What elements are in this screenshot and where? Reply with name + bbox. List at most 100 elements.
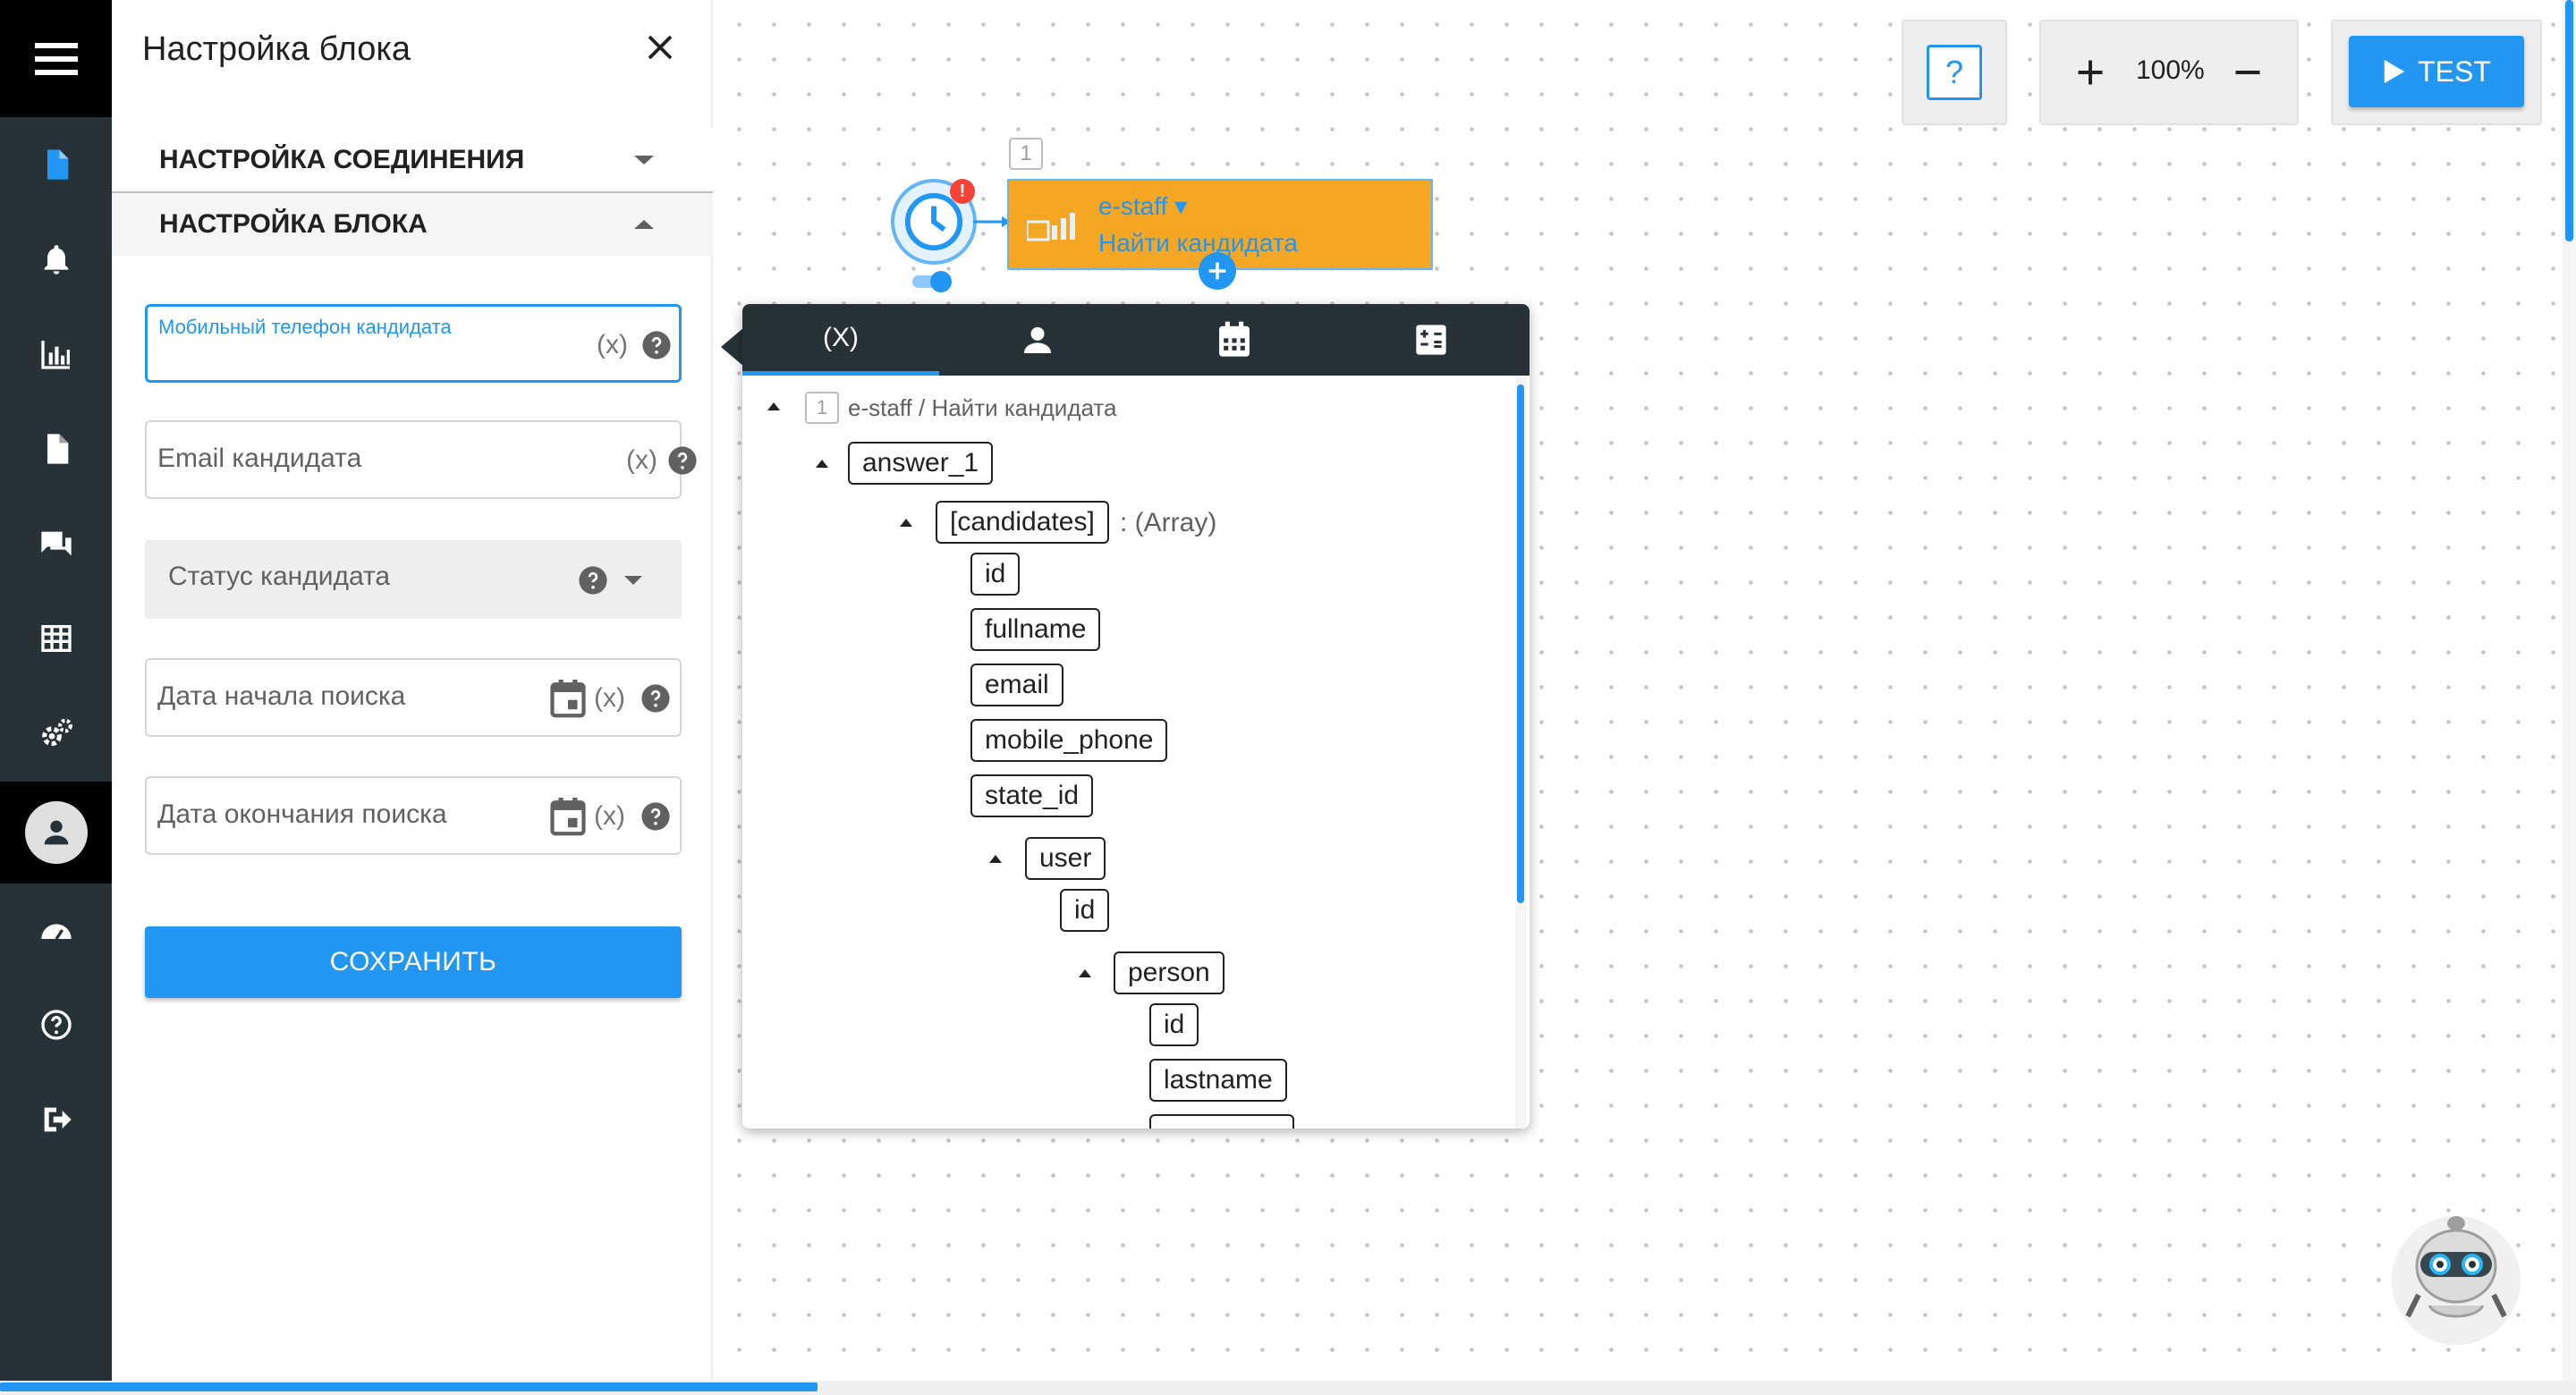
variables-tree: 1 e-staff / Найти кандидата answer_1 [ca…	[742, 376, 1530, 1129]
collapse-icon[interactable]	[816, 460, 828, 468]
node-subtitle: Найти кандидата	[1098, 229, 1298, 257]
email-field[interactable]: Email кандидата (x)	[145, 420, 697, 499]
dropdown-arrow-icon	[624, 576, 642, 585]
calculator-icon	[1416, 325, 1446, 355]
variables-icon: (X)	[823, 322, 859, 352]
calendar-icon	[1219, 321, 1250, 357]
trigger-toggle[interactable]	[911, 270, 953, 293]
search-end-date-label: Дата окончания поиска	[157, 799, 447, 829]
var-field[interactable]: state_id	[970, 774, 1094, 817]
var-type: : (Array)	[1120, 508, 1217, 537]
var-person[interactable]: person	[1114, 951, 1224, 994]
chevron-up-icon	[634, 220, 654, 229]
var-field[interactable]: fullname	[970, 608, 1101, 651]
search-end-date-field[interactable]: Дата окончания поиска (x)	[145, 776, 682, 855]
variables-popover: (X) 1 e-staff / Найти кандидата answer_1…	[742, 304, 1530, 1129]
var-field[interactable]: lastname	[1149, 1059, 1287, 1102]
chevron-down-icon	[634, 156, 654, 165]
horizontal-scrollbar[interactable]	[0, 1382, 818, 1391]
var-field[interactable]: id	[1149, 1003, 1199, 1046]
tab-variables[interactable]: (X)	[742, 304, 939, 376]
chat-icon[interactable]	[0, 508, 112, 579]
help-icon[interactable]	[640, 801, 671, 832]
bell-icon[interactable]	[0, 224, 112, 295]
var-user[interactable]: user	[1025, 837, 1106, 880]
test-button[interactable]: TEST	[2349, 36, 2524, 107]
vertical-scrollbar-track	[2563, 0, 2576, 1381]
help-icon[interactable]	[641, 330, 672, 360]
connector-arrow	[973, 216, 1011, 227]
tab-calculator[interactable]	[1333, 304, 1530, 376]
help-icon[interactable]	[578, 565, 608, 596]
save-button[interactable]: СОХРАНИТЬ	[145, 926, 682, 998]
tab-person[interactable]	[939, 304, 1136, 376]
play-icon	[2384, 59, 2405, 84]
zoom-in-icon[interactable]	[2068, 50, 2113, 95]
search-start-date-field[interactable]: Дата начала поиска (x)	[145, 658, 682, 737]
collapse-icon[interactable]	[989, 855, 1002, 863]
variable-insert-button[interactable]: (x)	[626, 445, 657, 475]
node-title[interactable]: e-staff ▾	[1098, 192, 1188, 220]
section-divider	[112, 191, 713, 193]
person-icon	[1024, 326, 1051, 353]
document-icon[interactable]	[0, 129, 112, 200]
collapse-icon[interactable]	[1079, 969, 1091, 977]
gears-icon[interactable]	[0, 698, 112, 769]
var-field[interactable]: mobile_phone	[970, 719, 1168, 762]
close-icon[interactable]	[640, 27, 681, 68]
popover-scrollbar[interactable]	[1517, 385, 1524, 903]
header-number: 1	[805, 392, 839, 424]
zoom-out-icon[interactable]	[2225, 50, 2270, 95]
popover-tabs: (X)	[742, 304, 1530, 376]
var-field[interactable]: id	[1060, 889, 1110, 932]
help-button[interactable]: ?	[1927, 45, 1982, 100]
calendar-icon[interactable]	[549, 796, 587, 837]
status-select[interactable]: Статус кандидата	[145, 540, 682, 619]
collapse-icon[interactable]	[767, 402, 780, 410]
panel-title: Настройка блока	[142, 30, 411, 68]
var-candidates[interactable]: [candidates]	[936, 501, 1109, 544]
clock-icon	[904, 192, 963, 251]
help-icon[interactable]	[640, 683, 671, 714]
dashboard-icon[interactable]	[0, 894, 112, 966]
section-label: НАСТРОЙКА СОЕДИНЕНИЯ	[159, 145, 525, 174]
var-answer[interactable]: answer_1	[848, 442, 994, 485]
zoom-level: 100%	[2136, 55, 2205, 85]
tree-header: 1 e-staff / Найти кандидата	[805, 392, 1116, 424]
mobile-phone-label: Мобильный телефон кандидата	[158, 316, 452, 338]
var-field[interactable]: id	[970, 553, 1021, 596]
status-label: Статус кандидата	[168, 562, 391, 591]
avatar	[24, 801, 88, 864]
logout-icon[interactable]	[0, 1084, 112, 1155]
section-connection-settings[interactable]: НАСТРОЙКА СОЕДИНЕНИЯ	[112, 129, 713, 191]
section-label: НАСТРОЙКА БЛОКА	[159, 209, 428, 239]
table-icon[interactable]	[0, 603, 112, 674]
variable-insert-button[interactable]: (x)	[597, 330, 628, 359]
robot-assistant-icon[interactable]	[2390, 1202, 2522, 1352]
menu-icon[interactable]	[0, 0, 112, 117]
block-settings-panel: Настройка блока НАСТРОЙКА СОЕДИНЕНИЯ НАС…	[112, 0, 713, 1381]
test-label: TEST	[2418, 55, 2491, 88]
vertical-scrollbar[interactable]	[2565, 0, 2573, 241]
help-icon[interactable]	[667, 445, 698, 476]
variable-insert-button[interactable]: (x)	[594, 683, 625, 713]
section-block-settings[interactable]: НАСТРОЙКА БЛОКА	[112, 193, 713, 256]
main-nav-sidebar	[0, 0, 112, 1381]
email-label: Email кандидата	[157, 444, 362, 473]
tab-calendar[interactable]	[1136, 304, 1333, 376]
collapse-icon[interactable]	[900, 519, 912, 527]
help-circle-icon[interactable]	[0, 989, 112, 1061]
node-number: 1	[1009, 138, 1043, 170]
variable-insert-button[interactable]: (x)	[594, 801, 625, 831]
account-icon[interactable]	[0, 782, 112, 884]
search-start-date-label: Дата начала поиска	[157, 681, 406, 711]
var-field-partial[interactable]	[1149, 1114, 1294, 1129]
file-icon[interactable]	[0, 413, 112, 485]
popover-arrow	[721, 327, 744, 367]
calendar-icon[interactable]	[549, 678, 587, 719]
mobile-phone-field[interactable]: Мобильный телефон кандидата (x)	[145, 304, 682, 383]
bar-chart-icon[interactable]	[0, 318, 112, 390]
add-node-button[interactable]	[1199, 252, 1236, 290]
var-field[interactable]: email	[970, 664, 1063, 706]
panel-header: Настройка блока	[112, 0, 713, 100]
